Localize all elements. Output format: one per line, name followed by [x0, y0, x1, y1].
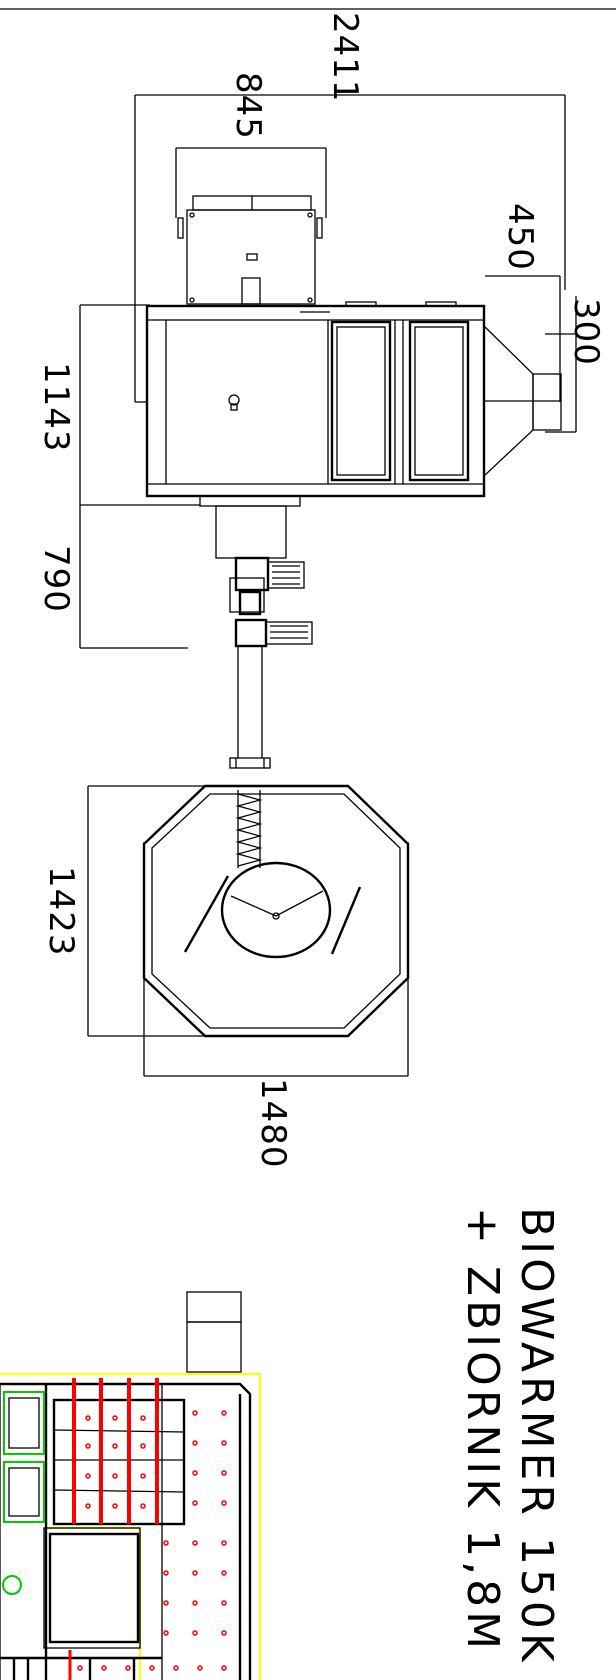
boiler-view: 2411 845 450 300 1143 [36, 12, 606, 649]
drawing-title: BIOWARMER 150K + ZBIORNIK 1,8M [457, 1207, 562, 1666]
dimension-1423: 1423 [41, 785, 205, 1037]
plan-yellow-outline [0, 1373, 261, 1680]
dimension-label-300: 300 [566, 298, 606, 366]
title-line-1: BIOWARMER 150K [511, 1207, 562, 1666]
plan-green-box-2 [3, 1461, 45, 1523]
tank-octagon-outer [142, 784, 410, 1038]
dimension-label-1423: 1423 [41, 866, 81, 957]
dimension-300: 300 [545, 296, 606, 433]
burner-head [177, 195, 323, 305]
dimension-label-450: 450 [500, 203, 540, 271]
plan-red-dots [77, 1410, 227, 1671]
dimension-2411: 2411 [134, 12, 566, 403]
dimension-450: 450 [485, 203, 561, 402]
tank-octagon-inner [151, 793, 401, 1029]
keyhole-icon [228, 394, 240, 406]
dimension-label-1143: 1143 [36, 362, 76, 453]
title-line-2: + ZBIORNIK 1,8M [457, 1207, 508, 1653]
floor-plan [0, 1291, 261, 1680]
boiler-flange [199, 495, 301, 559]
dimension-label-790: 790 [36, 545, 76, 613]
dimension-1143: 1143 [36, 304, 200, 506]
boiler-body [145, 301, 486, 498]
plan-green-circle [2, 1575, 22, 1595]
dimension-label-1480: 1480 [253, 1078, 293, 1169]
agitator-disc [220, 861, 332, 959]
flue-outlet [483, 325, 562, 477]
auger-feeder [229, 556, 313, 868]
plan-green-box-1 [3, 1391, 45, 1455]
dimension-label-2411: 2411 [325, 12, 365, 103]
tank-view: 1423 1480 [41, 784, 410, 1169]
dimension-790: 790 [36, 505, 188, 649]
dimension-845: 845 [175, 72, 327, 218]
dimension-label-845: 845 [228, 72, 268, 140]
